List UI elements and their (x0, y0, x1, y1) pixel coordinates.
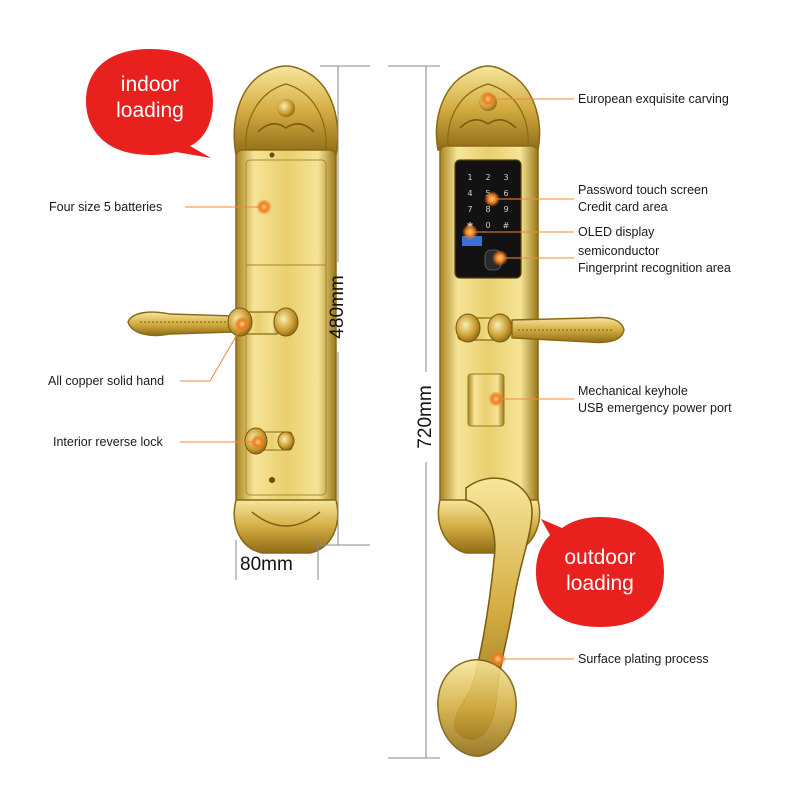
label-plating: Surface plating process (578, 652, 709, 666)
label-reverse-lock: Interior reverse lock (53, 435, 163, 449)
dimension-lines (235, 65, 440, 759)
svg-text:0: 0 (485, 221, 490, 230)
label-fingerprint-line2: Fingerprint recognition area (578, 261, 731, 275)
outdoor-bubble-shape (536, 517, 664, 627)
dimension-480mm: 480mm (327, 275, 348, 339)
outdoor-bubble-line2: loading (566, 572, 634, 595)
callout-dots (234, 91, 508, 667)
svg-text:#: # (503, 221, 510, 230)
svg-text:1: 1 (467, 173, 472, 182)
svg-text:8: 8 (485, 205, 490, 214)
label-fingerprint-line1: semiconductor (578, 244, 660, 258)
dimension-720mm: 720mm (415, 385, 436, 449)
indoor-bubble: indoor loading (100, 72, 200, 124)
outdoor-bubble: outdoor loading (550, 545, 650, 597)
label-keyhole: Mechanical keyhole USB emergency power p… (578, 383, 732, 417)
label-carving: European exquisite carving (578, 92, 729, 106)
label-fingerprint: semiconductor Fingerprint recognition ar… (578, 243, 731, 277)
svg-text:4: 4 (467, 189, 472, 198)
label-keyhole-line2: USB emergency power port (578, 401, 732, 415)
dimension-80mm: 80mm (240, 554, 293, 575)
outdoor-bubble-line1: outdoor (564, 546, 636, 569)
svg-text:3: 3 (503, 173, 508, 182)
svg-text:9: 9 (503, 205, 508, 214)
indoor-bubble-shape (86, 49, 213, 158)
label-touch-screen-line2: Credit card area (578, 200, 668, 214)
label-keyhole-line1: Mechanical keyhole (578, 384, 688, 398)
label-touch-screen-line1: Password touch screen (578, 183, 708, 197)
indoor-bubble-line1: indoor (120, 73, 180, 96)
label-touch-screen: Password touch screen Credit card area (578, 182, 708, 216)
indoor-bubble-line2: loading (116, 99, 184, 122)
label-oled: OLED display (578, 225, 655, 239)
svg-text:7: 7 (467, 205, 472, 214)
label-batteries: Four size 5 batteries (49, 200, 163, 214)
svg-text:6: 6 (503, 189, 508, 198)
label-handle: All copper solid hand (48, 374, 165, 388)
svg-text:2: 2 (485, 173, 490, 182)
leader-lines (180, 98, 574, 660)
